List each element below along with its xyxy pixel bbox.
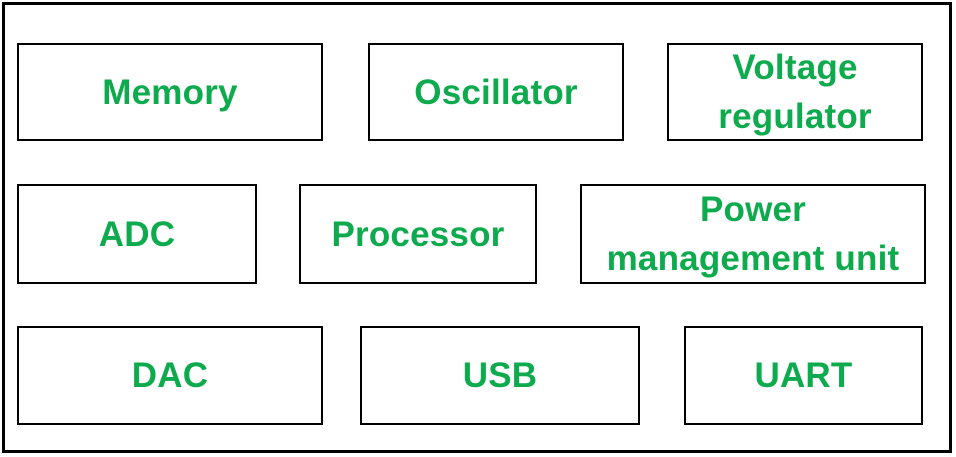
adc-label: ADC (98, 214, 176, 254)
uart-block: UART (684, 326, 923, 425)
power-management-unit-label: Power management unit (606, 190, 900, 278)
voltage-regulator-block: Voltage regulator (667, 43, 923, 141)
voltage-regulator-label: Voltage regulator (718, 48, 872, 136)
processor-block: Processor (299, 184, 537, 284)
memory-block: Memory (17, 43, 323, 141)
dac-block: DAC (17, 326, 323, 425)
memory-label: Memory (102, 72, 238, 112)
oscillator-block: Oscillator (368, 43, 624, 141)
processor-label: Processor (331, 214, 505, 254)
adc-block: ADC (17, 184, 257, 284)
uart-label: UART (754, 356, 853, 395)
oscillator-label: Oscillator (414, 72, 578, 112)
usb-block: USB (360, 326, 640, 425)
dac-label: DAC (131, 356, 209, 395)
usb-label: USB (462, 356, 538, 395)
power-management-unit-block: Power management unit (580, 184, 926, 284)
